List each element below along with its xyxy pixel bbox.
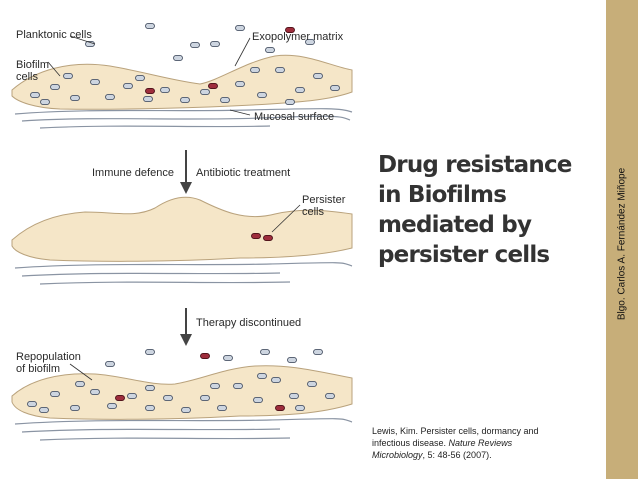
citation-line2: infectious disease. [372,438,449,448]
title-line: mediated by [378,212,532,238]
stage3-panel: Therapy discontinued Repopulation of bio… [11,317,353,441]
stage1-panel: Planktonic cells Biofilm cells Exopolyme… [11,22,353,129]
label-repopulation-1: Repopulation [16,351,81,363]
label-mucosal: Mucosal surface [254,111,334,123]
side-band [606,0,638,479]
label-planktonic: Planktonic cells [16,29,92,41]
label-matrix: Exopolymer matrix [252,31,344,43]
page-title: Drug resistance in Biofilms mediated by … [378,150,593,270]
label-biofilm-2: cells [16,71,39,83]
stage2-panel: Immune defence Antibiotic treatment Pers… [11,167,353,285]
title-line: persister cells [378,242,550,268]
title-line: Drug resistance [378,152,572,178]
biofilm-layer [11,365,353,420]
citation: Lewis, Kim. Persister cells, dormancy an… [372,425,597,461]
label-therapy: Therapy discontinued [196,317,301,329]
biofilm-layer [11,196,353,262]
title-line: in Biofilms [378,182,507,208]
biofilm-layer [11,54,353,110]
label-repopulation-2: of biofilm [16,363,60,375]
label-biofilm-1: Biofilm [16,59,49,71]
arrow-down-icon [180,150,192,194]
mucosal-lines [14,108,353,129]
label-antibiotic: Antibiotic treatment [196,167,290,179]
citation-journal-2: Microbiology [372,450,423,460]
planktonic-cells [105,348,323,368]
citation-line1: Lewis, Kim. Persister cells, dormancy an… [372,426,539,436]
label-persister-2: cells [302,206,325,218]
author-credit: Blgo. Carlos A. Fernández Miñope [616,167,628,321]
citation-journal: Nature Reviews [448,438,513,448]
citation-ref: , 5: 48-56 (2007). [422,450,492,460]
label-immune: Immune defence [92,167,174,179]
label-persister-1: Persister [302,194,346,206]
arrow-down-icon [180,308,192,346]
